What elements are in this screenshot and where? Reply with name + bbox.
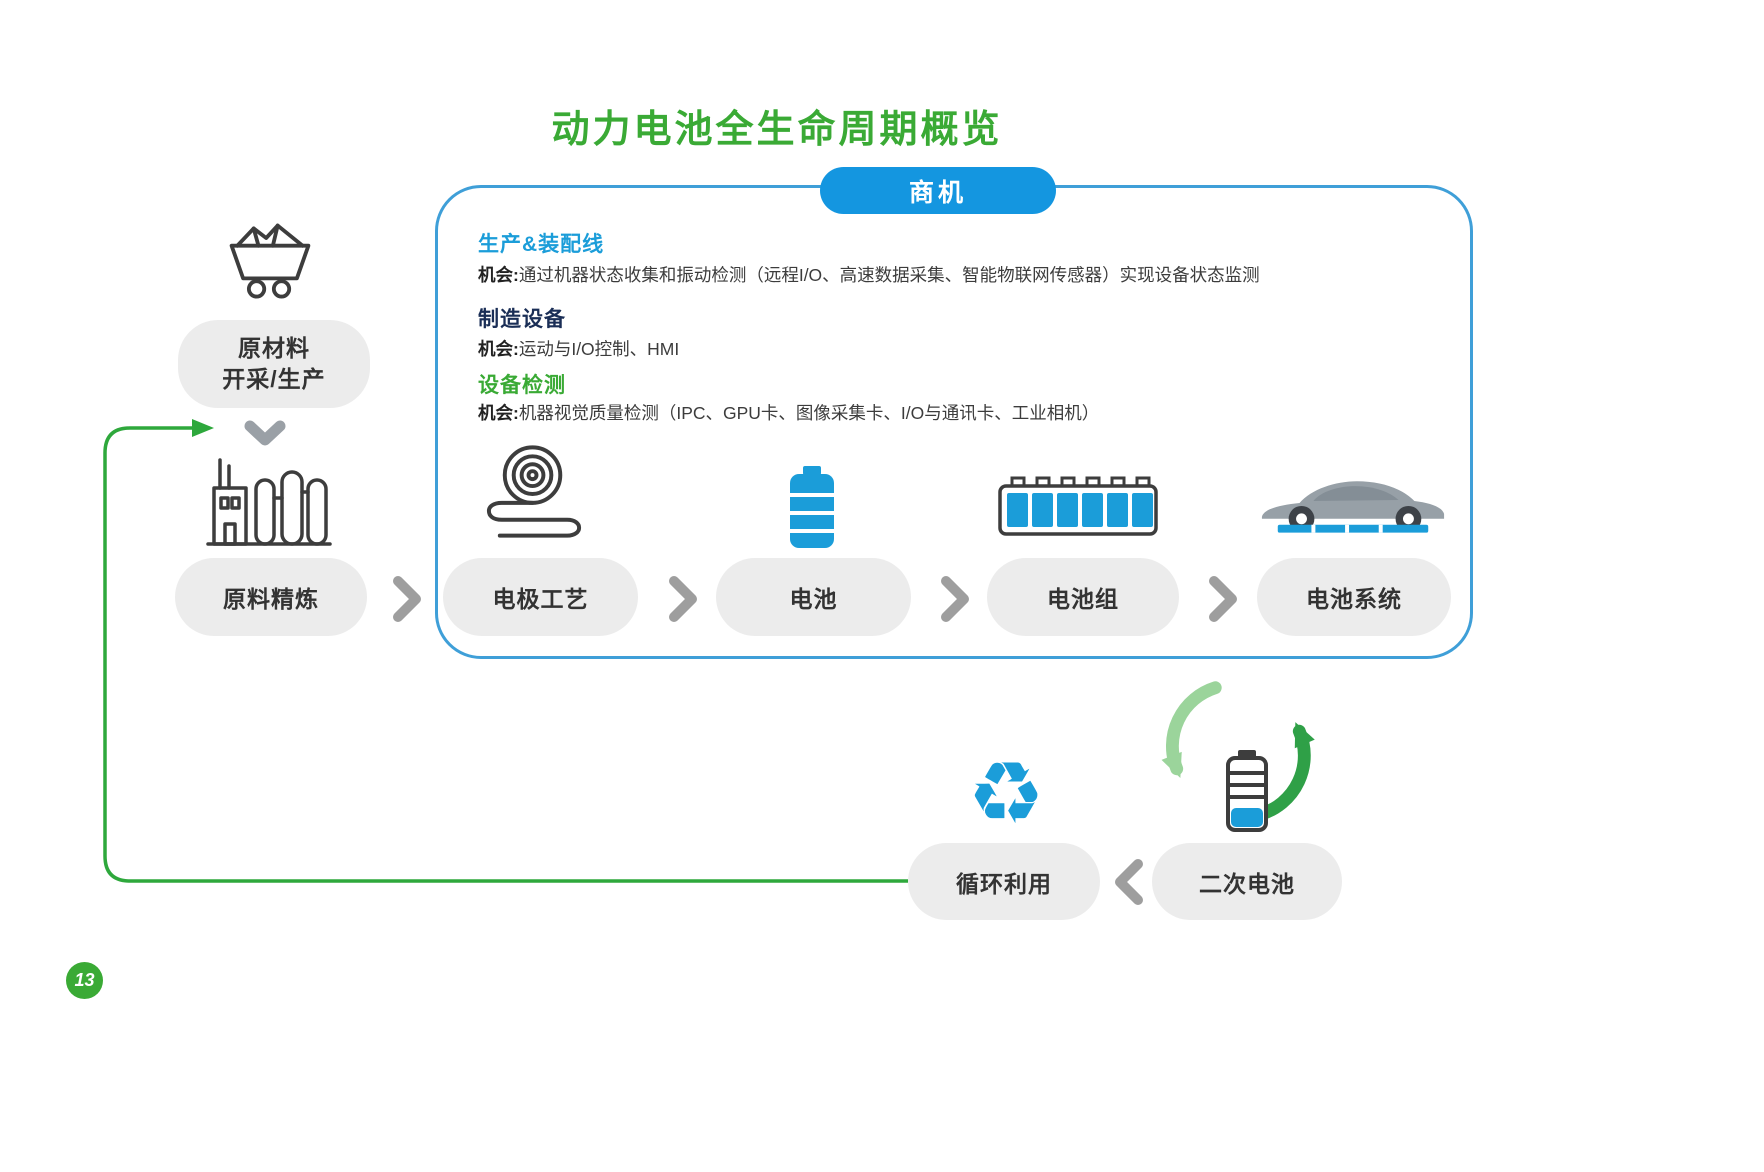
opportunity-badge: 商机 xyxy=(820,167,1056,214)
page-number-badge: 13 xyxy=(66,962,103,999)
stage-label: 电极工艺 xyxy=(492,586,589,612)
opportunity-text: 运动与I/O控制、HMI xyxy=(518,339,680,359)
opportunity-text: 通过机器状态收集和振动检测（远程I/O、高速数据采集、智能物联网传感器）实现设备… xyxy=(518,265,1260,285)
electrode-coil-icon xyxy=(478,438,592,548)
stage-label: 原料精炼 xyxy=(223,586,319,612)
opportunity-label: 机会: xyxy=(478,339,519,359)
battery-pack-icon xyxy=(997,476,1159,538)
stage-label: 二次电池 xyxy=(1199,870,1295,897)
stage-label: 电池组 xyxy=(1047,586,1119,612)
chevron-down-icon xyxy=(242,420,288,448)
chevron-right-icon xyxy=(1206,575,1240,623)
chevron-right-icon xyxy=(390,575,424,623)
opportunity-text: 机器视觉质量检测（IPC、GPU卡、图像采集卡、I/O与通讯卡、工业相机） xyxy=(518,403,1100,423)
refinery-factory-icon xyxy=(203,446,335,548)
chevron-left-icon xyxy=(1112,858,1146,906)
chevron-right-icon xyxy=(666,575,700,623)
opportunity-label: 机会: xyxy=(478,403,519,423)
section-heading-production-line: 生产&装配线 xyxy=(478,233,605,256)
battery-cell-icon xyxy=(786,466,838,548)
stage-pill-battery-pack: 电池组 xyxy=(987,558,1179,636)
stage-label: 原材料 xyxy=(238,334,310,361)
stage-pill-battery-cell: 电池 xyxy=(716,558,911,636)
stage-label: 开采/生产 xyxy=(222,366,326,392)
mining-cart-icon xyxy=(222,218,318,308)
section-heading-manufacturing-equipment: 制造设备 xyxy=(478,308,566,331)
stage-pill-recycling: 循环利用 xyxy=(908,843,1100,920)
stage-pill-raw-material: 原材料 开采/生产 xyxy=(178,320,370,408)
stage-label: 电池 xyxy=(789,586,838,612)
section-body-manufacturing-equipment: 机会:运动与I/O控制、HMI xyxy=(478,336,679,361)
section-body-equipment-inspection: 机会:机器视觉质量检测（IPC、GPU卡、图像采集卡、I/O与通讯卡、工业相机） xyxy=(478,400,1099,425)
stage-label: 循环利用 xyxy=(956,870,1052,897)
stage-pill-secondary-battery: 二次电池 xyxy=(1152,843,1342,920)
stage-pill-battery-system: 电池系统 xyxy=(1257,558,1451,636)
recycle-icon: ♻ xyxy=(967,746,1045,842)
stage-label: 电池系统 xyxy=(1306,586,1402,612)
section-body-production-line: 机会:通过机器状态收集和振动检测（远程I/O、高速数据采集、智能物联网传感器）实… xyxy=(478,262,1260,287)
ev-car-icon xyxy=(1254,452,1452,548)
opportunity-label: 机会: xyxy=(478,265,519,285)
page-title: 动力电池全生命周期概览 xyxy=(551,109,1003,151)
section-heading-equipment-inspection: 设备检测 xyxy=(478,374,566,397)
cycle-arrows-icon xyxy=(1150,666,1326,834)
stage-pill-electrode-process: 电极工艺 xyxy=(443,558,638,636)
secondary-battery-icon xyxy=(1222,750,1272,834)
chevron-right-icon xyxy=(938,575,972,623)
stage-pill-refining: 原料精炼 xyxy=(175,558,367,636)
